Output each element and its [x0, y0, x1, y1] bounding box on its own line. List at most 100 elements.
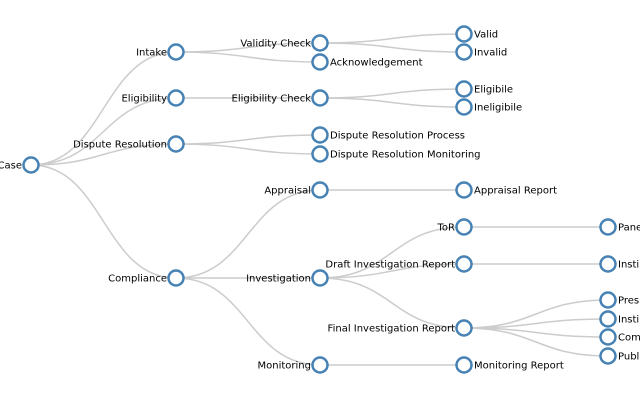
link-case-to-intake	[30, 51, 177, 166]
node-case[interactable]: Case	[0, 156, 40, 174]
node-circle-ineligibile[interactable]	[455, 98, 473, 116]
node-acknowledgement[interactable]: Acknowledgement	[311, 53, 423, 71]
node-circle-monitoring-report[interactable]	[455, 356, 473, 374]
link-compliance-to-appraisal	[175, 189, 321, 279]
node-circle-dispute-resolution[interactable]	[167, 135, 185, 153]
node-circle-intake[interactable]	[167, 43, 185, 61]
node-circle-insti-2[interactable]	[599, 310, 617, 328]
node-pane[interactable]: Pane	[599, 218, 640, 236]
node-label-intake[interactable]: Intake	[136, 48, 167, 59]
node-label-publi[interactable]: Publi	[618, 352, 640, 363]
node-label-monitoring[interactable]: Monitoring	[258, 361, 311, 372]
node-circle-presi[interactable]	[599, 291, 617, 309]
node-circle-dispute-resolution-process[interactable]	[311, 126, 329, 144]
node-eligibility[interactable]: Eligibility	[121, 89, 185, 107]
node-circle-invalid[interactable]	[455, 43, 473, 61]
link-dispute-resolution-to-dispute-resolution-process	[175, 134, 321, 145]
node-circle-com[interactable]	[599, 328, 617, 346]
link-validity-check-to-invalid	[319, 42, 465, 53]
node-compliance[interactable]: Compliance	[108, 269, 185, 287]
node-insti-2[interactable]: Insti	[599, 310, 640, 328]
node-label-appraisal[interactable]: Appraisal	[264, 186, 311, 197]
node-circle-eligibility-check[interactable]	[311, 89, 329, 107]
node-label-compliance[interactable]: Compliance	[108, 274, 167, 285]
node-appraisal[interactable]: Appraisal	[264, 181, 329, 199]
link-case-to-compliance	[30, 164, 177, 279]
node-publi[interactable]: Publi	[599, 347, 640, 365]
link-final-investigation-report-to-insti-2	[463, 318, 609, 329]
node-label-invalid[interactable]: Invalid	[474, 48, 507, 59]
node-tor[interactable]: ToR	[437, 218, 473, 236]
node-label-insti-2[interactable]: Insti	[618, 315, 639, 326]
node-validity-check[interactable]: Validity Check	[240, 34, 329, 52]
node-circle-pane[interactable]	[599, 218, 617, 236]
link-investigation-to-tor	[319, 226, 465, 279]
node-circle-draft-investigation-report[interactable]	[455, 255, 473, 273]
node-circle-case[interactable]	[22, 156, 40, 174]
node-circle-publi[interactable]	[599, 347, 617, 365]
node-com[interactable]: Com	[599, 328, 640, 346]
node-circle-appraisal[interactable]	[311, 181, 329, 199]
tree-links	[30, 33, 609, 366]
link-compliance-to-monitoring	[175, 277, 321, 366]
node-label-tor[interactable]: ToR	[437, 223, 456, 234]
node-label-dispute-resolution-process[interactable]: Dispute Resolution Process	[330, 131, 465, 142]
node-circle-validity-check[interactable]	[311, 34, 329, 52]
node-intake[interactable]: Intake	[136, 43, 185, 61]
node-circle-investigation[interactable]	[311, 269, 329, 287]
node-circle-insti-1[interactable]	[599, 255, 617, 273]
node-label-final-investigation-report[interactable]: Final Investigation Report	[328, 324, 456, 335]
node-draft-investigation-report[interactable]: Draft Investigation Report	[325, 255, 473, 273]
node-label-dispute-resolution[interactable]: Dispute Resolution	[73, 140, 167, 151]
node-label-ineligibile[interactable]: Ineligibile	[474, 103, 522, 114]
node-valid[interactable]: Valid	[455, 25, 499, 43]
link-case-to-dispute-resolution	[30, 143, 177, 166]
link-eligibility-check-to-ineligibile	[319, 97, 465, 108]
node-label-insti-1[interactable]: Insti	[618, 260, 639, 271]
node-dispute-resolution-monitoring[interactable]: Dispute Resolution Monitoring	[311, 145, 481, 163]
node-insti-1[interactable]: Insti	[599, 255, 640, 273]
node-label-com[interactable]: Com	[618, 333, 640, 344]
link-intake-to-acknowledgement	[175, 51, 321, 63]
node-label-appraisal-report[interactable]: Appraisal Report	[474, 186, 557, 197]
node-label-monitoring-report[interactable]: Monitoring Report	[474, 361, 564, 372]
node-circle-appraisal-report[interactable]	[455, 181, 473, 199]
node-circle-monitoring[interactable]	[311, 356, 329, 374]
node-circle-eligibile[interactable]	[455, 80, 473, 98]
link-dispute-resolution-to-dispute-resolution-monitoring	[175, 143, 321, 155]
node-circle-final-investigation-report[interactable]	[455, 319, 473, 337]
node-label-presi[interactable]: Presi	[618, 296, 640, 307]
node-label-pane[interactable]: Pane	[618, 223, 640, 234]
node-label-valid[interactable]: Valid	[474, 30, 498, 41]
node-circle-dispute-resolution-monitoring[interactable]	[311, 145, 329, 163]
node-invalid[interactable]: Invalid	[455, 43, 508, 61]
node-circle-eligibility[interactable]	[167, 89, 185, 107]
node-investigation[interactable]: Investigation	[246, 269, 329, 287]
node-circle-tor[interactable]	[455, 218, 473, 236]
link-final-investigation-report-to-publi	[463, 327, 609, 357]
node-circle-acknowledgement[interactable]	[311, 53, 329, 71]
node-label-eligibile[interactable]: Eligibile	[474, 85, 513, 96]
node-label-investigation[interactable]: Investigation	[246, 274, 311, 285]
node-label-eligibility-check[interactable]: Eligibility Check	[232, 94, 312, 105]
node-eligibility-check[interactable]: Eligibility Check	[232, 89, 329, 107]
node-dispute-resolution-process[interactable]: Dispute Resolution Process	[311, 126, 466, 144]
node-circle-compliance[interactable]	[167, 269, 185, 287]
node-monitoring-report[interactable]: Monitoring Report	[455, 356, 564, 374]
node-presi[interactable]: Presi	[599, 291, 640, 309]
node-appraisal-report[interactable]: Appraisal Report	[455, 181, 558, 199]
node-dispute-resolution[interactable]: Dispute Resolution	[73, 135, 185, 153]
node-label-case[interactable]: Case	[0, 161, 22, 172]
node-final-investigation-report[interactable]: Final Investigation Report	[328, 319, 473, 337]
node-label-draft-investigation-report[interactable]: Draft Investigation Report	[325, 260, 455, 271]
node-label-validity-check[interactable]: Validity Check	[240, 39, 311, 50]
link-eligibility-check-to-eligibile	[319, 88, 465, 99]
node-label-dispute-resolution-monitoring[interactable]: Dispute Resolution Monitoring	[330, 150, 481, 161]
node-label-eligibility[interactable]: Eligibility	[121, 94, 167, 105]
node-circle-valid[interactable]	[455, 25, 473, 43]
node-eligibile[interactable]: Eligibile	[455, 80, 514, 98]
node-ineligibile[interactable]: Ineligibile	[455, 98, 523, 116]
node-label-acknowledgement[interactable]: Acknowledgement	[330, 58, 423, 69]
node-monitoring[interactable]: Monitoring	[258, 356, 329, 374]
